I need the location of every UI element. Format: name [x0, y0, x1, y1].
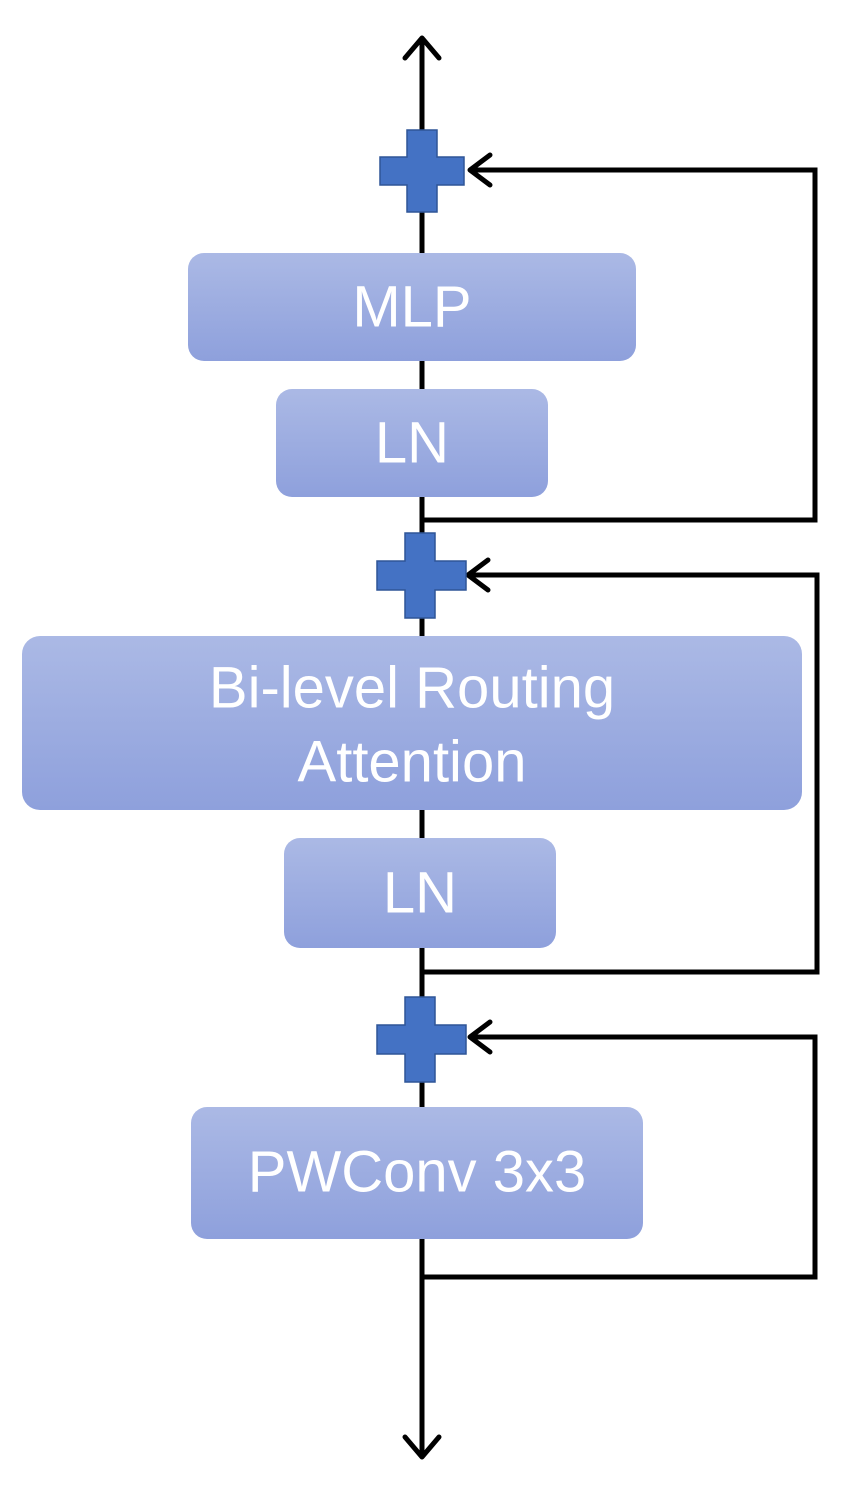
residual-connection-middle [422, 572, 820, 975]
residual-arrow-middle-icon [465, 557, 491, 593]
pwconv-label: PWConv 3x3 [248, 1140, 586, 1205]
mlp-label: MLP [352, 275, 471, 340]
add-node-bottom-icon [376, 996, 467, 1083]
residual-arrow-top-icon [467, 152, 493, 188]
mlp-block: MLP [188, 253, 636, 361]
add-node-middle-icon [376, 532, 467, 619]
attention-label-line1: Bi-level Routing [209, 656, 615, 721]
ln-bottom-label: LN [383, 861, 457, 926]
attention-label-line2: Attention [298, 730, 527, 795]
residual-connection-top [422, 167, 818, 523]
residual-connection-bottom [422, 1034, 818, 1280]
ln-bottom-block: LN [284, 838, 556, 948]
ln-top-label: LN [375, 411, 449, 476]
input-arrow-icon [402, 1434, 442, 1460]
output-arrow-icon [402, 35, 442, 61]
ln-top-block: LN [276, 389, 548, 497]
pwconv-block: PWConv 3x3 [191, 1107, 643, 1239]
add-node-top-icon [379, 129, 465, 213]
residual-arrow-bottom-icon [467, 1019, 493, 1055]
attention-block: Bi-level Routing Attention [22, 636, 802, 810]
